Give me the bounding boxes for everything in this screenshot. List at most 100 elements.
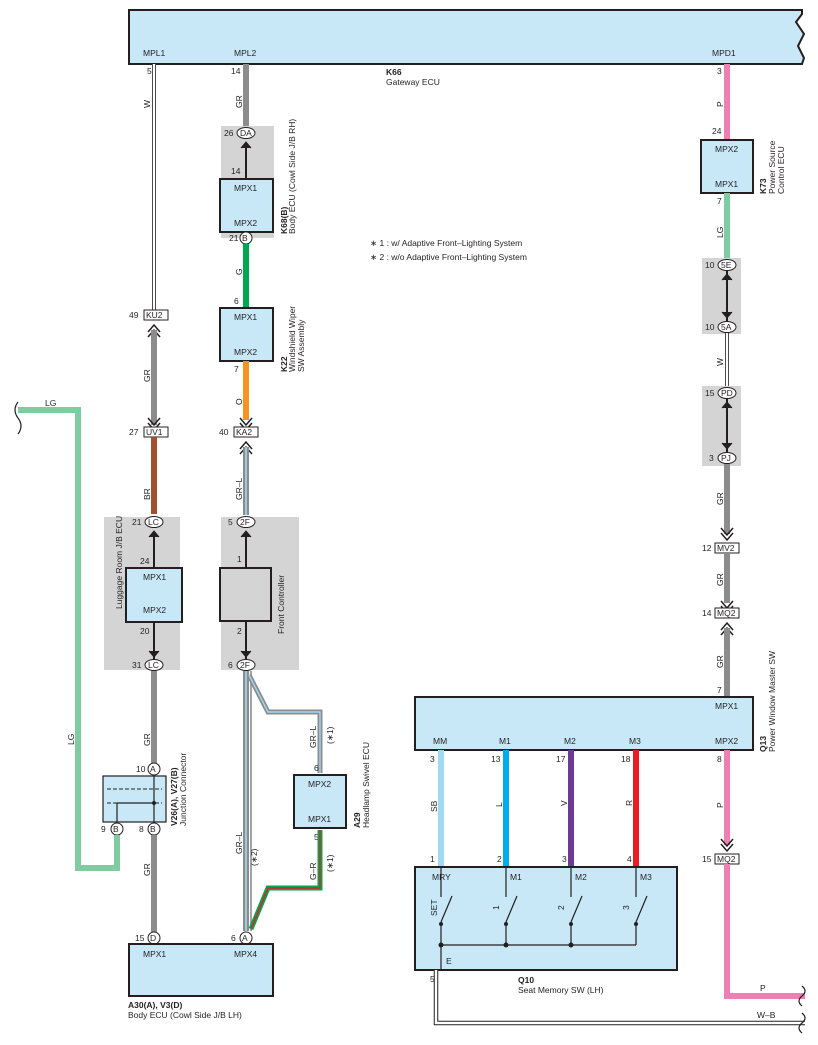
body-lh-name: Body ECU (Cowl Side J/B LH) [128, 1010, 242, 1020]
gateway-mpd1: MPD1 [712, 48, 736, 58]
pwm-code: Q13 [758, 736, 768, 752]
pin-49: 49 [129, 310, 139, 320]
body-rh-mpx1: MPX1 [234, 183, 257, 193]
pin-15-body-lh: 15 [135, 933, 145, 943]
front-controller-name: Front Controller [276, 575, 286, 634]
pin-14-mq2: 14 [702, 608, 712, 618]
pin-14-mpl2: 14 [231, 66, 241, 76]
wire-p-1: P [715, 101, 725, 107]
gateway-code: K66 [386, 67, 402, 77]
wiper-box [219, 307, 274, 362]
pin-15-mq2: 15 [702, 854, 712, 864]
connector-ku2: KU2 [146, 310, 163, 320]
gateway-ecu-box [128, 9, 806, 65]
wire-lg-side: LG [66, 734, 76, 745]
front-controller-box [219, 567, 272, 622]
wire-gr-7: GR [715, 655, 725, 668]
power-source-box [700, 139, 754, 194]
pin-s1: 1 [430, 854, 435, 864]
pin-10-5a: 10 [705, 322, 715, 332]
pin-m2: 17 [556, 754, 566, 764]
swivel-mpx1: MPX1 [308, 814, 331, 824]
pin-7-wiper: 7 [234, 364, 239, 374]
pin-8-jb: 8 [139, 824, 144, 834]
connector-ja: A [150, 764, 156, 774]
wire-lg: LG [715, 227, 725, 238]
pin-s2: 2 [497, 854, 502, 864]
pwm-mm: MM [433, 736, 447, 746]
pin-6-sw: 6 [314, 763, 319, 773]
note-1: ∗ 1 : w/ Adaptive Front–Lighting System [370, 238, 522, 248]
note-star1-b: (∗1) [325, 854, 335, 872]
pin-m3: 18 [621, 754, 631, 764]
connector-pd: PD [721, 388, 733, 398]
connector-mq2-1: MQ2 [717, 608, 736, 618]
pin-40: 40 [219, 427, 229, 437]
wiper-mpx2: MPX2 [234, 347, 257, 357]
wiper-code: K22 [279, 356, 289, 372]
wire-wb: W–B [757, 1010, 776, 1020]
pin-10-ja: 10 [136, 764, 146, 774]
wire-br: BR [142, 488, 152, 500]
wire-gr-1: GR [142, 369, 152, 382]
seat-code: Q10 [518, 975, 534, 985]
wire-l: L [494, 802, 504, 807]
pin-8-pwm: 8 [717, 754, 722, 764]
gateway-mpl2: MPL2 [234, 48, 256, 58]
body-rh-mpx2: MPX2 [234, 218, 257, 228]
pin-s3: 3 [562, 854, 567, 864]
wire-gr-2: GR [142, 733, 152, 746]
pwm-name: Power Window Master SW [767, 651, 777, 752]
pin-s5: 5 [430, 974, 435, 984]
pin-5-sw: 5 [314, 832, 319, 842]
connector-jb-1: B [113, 824, 119, 834]
note-star2: (∗2) [249, 848, 259, 866]
wire-lg-top: LG [45, 398, 56, 408]
pin-6-body-lh: 6 [231, 933, 236, 943]
pin-mm: 3 [430, 754, 435, 764]
swivel-name: Headlamp Swivel ECU [361, 742, 371, 828]
luggage-name: Luggage Room J/B ECU [114, 516, 124, 609]
luggage-ecu-box [125, 567, 183, 623]
connector-mq2-2: MQ2 [717, 854, 736, 864]
seat-name: Seat Memory SW (LH) [518, 985, 604, 995]
luggage-mpx1: MPX1 [143, 572, 166, 582]
connector-ka2: KA2 [236, 427, 252, 437]
pin-m1: 13 [491, 754, 501, 764]
luggage-mpx2: MPX2 [143, 605, 166, 615]
seat-m3: M3 [640, 872, 652, 882]
pwm-m1: M1 [499, 736, 511, 746]
wiper-name-1: Windshield Wiper [287, 306, 297, 372]
note-2: ∗ 2 : w/o Adaptive Front–Lighting System [370, 252, 527, 262]
pin-6-wiper: 6 [234, 296, 239, 306]
body-lh-code: A30(A), V3(D) [128, 1000, 182, 1010]
pin-2-fc: 2 [237, 626, 242, 636]
pin-27: 27 [129, 427, 139, 437]
power-source-mpx2: MPX2 [715, 144, 738, 154]
wire-grl-2: GR–L [234, 832, 244, 854]
wiper-name-2: SW Assembly [296, 319, 306, 372]
jb-pd-pj-area [702, 386, 741, 466]
wire-sb: SB [429, 800, 439, 812]
junction-code: V26(A), V27(B) [169, 767, 179, 826]
body-lh-mpx4: MPX4 [234, 949, 257, 959]
wire-gr-5: GR [715, 492, 725, 505]
connector-jb-2: B [150, 824, 156, 834]
connector-b: B [242, 233, 248, 243]
wire-gr-r: G–R [308, 863, 318, 880]
seat-m1: M1 [510, 872, 522, 882]
seat-e: E [446, 956, 452, 966]
connector-mv2: MV2 [717, 543, 735, 553]
connector-lc-1: LC [148, 517, 159, 527]
connector-pj: PJ [721, 453, 731, 463]
seat-m2: M2 [575, 872, 587, 882]
wiper-mpx1: MPX1 [234, 312, 257, 322]
pin-5-mpl1: 5 [147, 66, 152, 76]
pin-21-lc: 21 [132, 517, 142, 527]
seat-set: SET [429, 899, 439, 916]
pin-3-mpd1: 3 [717, 66, 722, 76]
pwm-mpx1: MPX1 [715, 701, 738, 711]
seat-memory-box [414, 866, 678, 971]
body-rh-code: K68(B) [279, 206, 289, 234]
power-source-name-1: Power Source [767, 140, 777, 194]
